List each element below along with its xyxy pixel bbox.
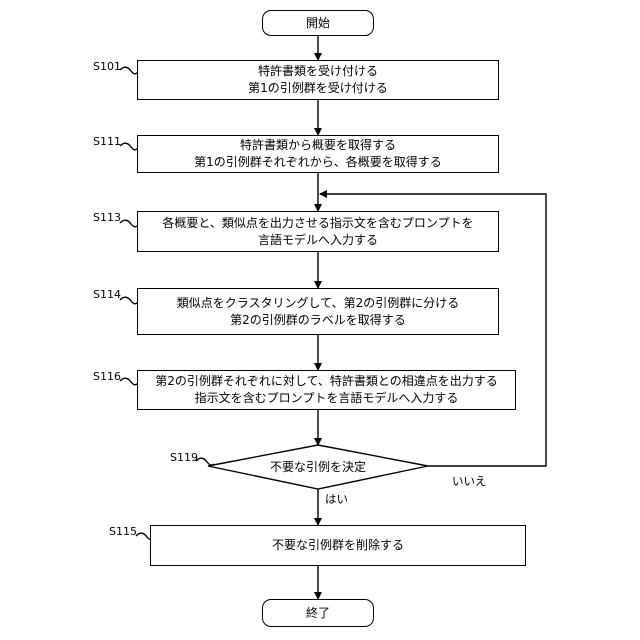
process-box-s115: 不要な引例群を削除する <box>150 525 526 566</box>
s101-line1: 特許書類を受け付ける <box>258 63 378 80</box>
decision-text: 不要な引例を決定 <box>208 458 428 475</box>
process-box-s116: 第2の引例群それぞれに対して、特許書類との相違点を出力する 指示文を含むプロンプ… <box>137 370 516 410</box>
step-label-s113: S113 <box>93 211 121 224</box>
step-label-s114: S114 <box>93 288 121 301</box>
end-terminal: 終了 <box>262 599 374 627</box>
s111-line1: 特許書類から概要を取得する <box>240 137 396 154</box>
s113-line1: 各概要と、類似点を出力させる指示文を含むプロンプトを <box>162 215 473 232</box>
process-box-s114: 類似点をクラスタリングして、第2の引例群に分ける 第2の引例群のラベルを取得する <box>137 288 499 335</box>
decision-yes-label: はい <box>325 491 348 507</box>
process-box-s113: 各概要と、類似点を出力させる指示文を含むプロンプトを 言語モデルへ入力する <box>137 211 499 252</box>
step-tick-s101 <box>120 67 138 74</box>
s111-line2: 第1の引例群それぞれから、各概要を取得する <box>194 154 442 171</box>
s114-line2: 第2の引例群のラベルを取得する <box>230 312 406 329</box>
start-terminal: 開始 <box>262 10 374 36</box>
start-label: 開始 <box>306 15 330 32</box>
step-tick-s113 <box>120 220 138 227</box>
process-box-s101: 特許書類を受け付ける 第1の引例群を受け付ける <box>137 60 499 100</box>
end-label: 終了 <box>306 605 330 622</box>
process-box-s111: 特許書類から概要を取得する 第1の引例群それぞれから、各概要を取得する <box>137 135 499 173</box>
s116-line2: 指示文を含むプロンプトを言語モデルへ入力する <box>195 390 459 407</box>
step-tick-s116 <box>120 378 138 385</box>
step-tick-s114 <box>120 297 138 304</box>
s115-text: 不要な引例群を削除する <box>272 537 404 554</box>
step-tick-s111 <box>120 143 138 150</box>
s114-line1: 類似点をクラスタリングして、第2の引例群に分ける <box>177 295 459 312</box>
step-label-s111: S111 <box>93 135 121 148</box>
step-label-s116: S116 <box>93 370 121 383</box>
step-label-s115: S115 <box>109 525 137 538</box>
step-label-s119: S119 <box>170 451 198 464</box>
s116-line1: 第2の引例群それぞれに対して、特許書類との相違点を出力する <box>155 373 498 390</box>
step-label-s101: S101 <box>93 60 121 73</box>
s113-line2: 言語モデルへ入力する <box>258 232 378 249</box>
s101-line2: 第1の引例群を受け付ける <box>248 80 388 97</box>
decision-no-label: いいえ <box>452 473 487 489</box>
